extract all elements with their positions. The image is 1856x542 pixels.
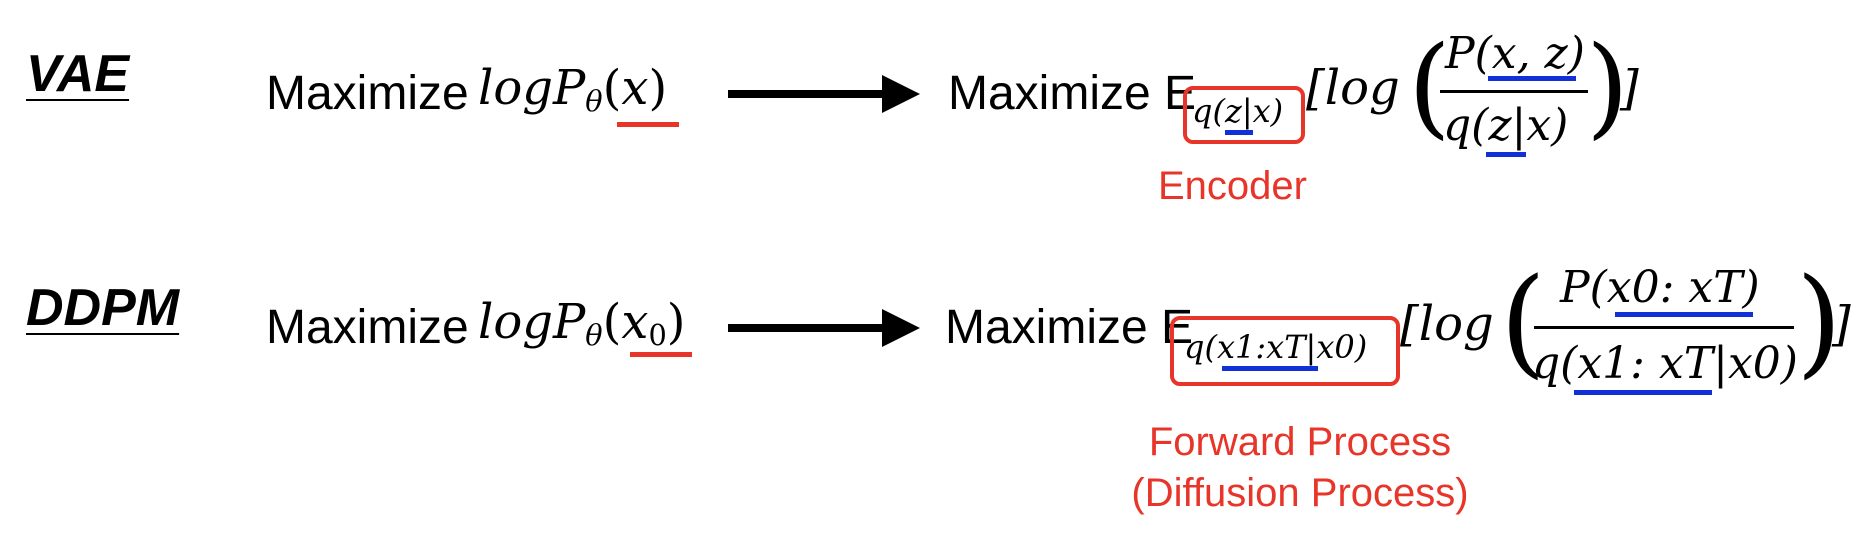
vae-fraction-bar (1440, 90, 1588, 93)
ddpm-arrow-head (882, 309, 920, 347)
vae-rhs-prefix: Maximize E (948, 67, 1197, 120)
ddpm-fraction-numerator: P(x0: xT) (1560, 262, 1760, 313)
vae-label: VAE (26, 45, 130, 103)
ddpm-big-paren-left: ( (1500, 252, 1547, 390)
vae-den-z-underline (1486, 152, 1526, 157)
vae-fraction-denominator: q(z|x) (1443, 100, 1569, 151)
vae-arrow-head (882, 75, 920, 113)
ddpm-lhs-prefix: Maximize (266, 301, 469, 354)
vae-sub-z-underline (1225, 130, 1253, 135)
encoder-annotation: Encoder (1158, 164, 1307, 208)
vae-bracket-close: ] (1620, 60, 1639, 116)
ddpm-arrow-shaft (728, 324, 898, 332)
ddpm-lhs-x0-underline (630, 352, 692, 357)
forward-process-line2: (Diffusion Process) (1131, 471, 1469, 515)
vae-big-paren-right: ) (1586, 22, 1629, 150)
vae-fraction-numerator: P(x, z) (1445, 28, 1585, 79)
ddpm-rhs-prefix: Maximize E (945, 301, 1194, 354)
vae-lhs-x-underline (617, 122, 679, 127)
ddpm-label: DDPM (26, 279, 180, 337)
ddpm-num-x0xt-underline (1615, 312, 1753, 317)
ddpm-expectation-subscript: q(x1:xT|x0) (1184, 328, 1368, 366)
vae-big-paren-left: ( (1408, 22, 1451, 150)
forward-process-annotation: Forward Process (Diffusion Process) (1100, 420, 1500, 516)
ddpm-lhs-expression: logPθ(x0) (478, 294, 686, 353)
ddpm-fraction-bar (1534, 326, 1794, 329)
vae-encoder-box (1183, 86, 1305, 144)
ddpm-fraction-denominator: q(x1: xT|x0) (1532, 338, 1798, 389)
vae-expectation-subscript: q(z|x) (1192, 92, 1284, 130)
vae-lhs-prefix: Maximize (266, 67, 469, 120)
ddpm-big-paren-right: ) (1796, 252, 1843, 390)
ddpm-log-open: [log (1400, 296, 1494, 352)
forward-process-line1: Forward Process (1148, 420, 1452, 464)
ddpm-den-x1xt-underline (1574, 390, 1712, 395)
vae-log-open: [log (1306, 60, 1400, 116)
vae-num-xz-underline (1488, 76, 1576, 81)
vae-lhs-expression: logPθ(x) (478, 60, 668, 119)
ddpm-bracket-close: ] (1832, 296, 1851, 352)
ddpm-sub-x1xt-underline (1222, 366, 1318, 371)
vae-arrow-shaft (728, 90, 898, 98)
ddpm-forward-process-box (1170, 316, 1400, 386)
